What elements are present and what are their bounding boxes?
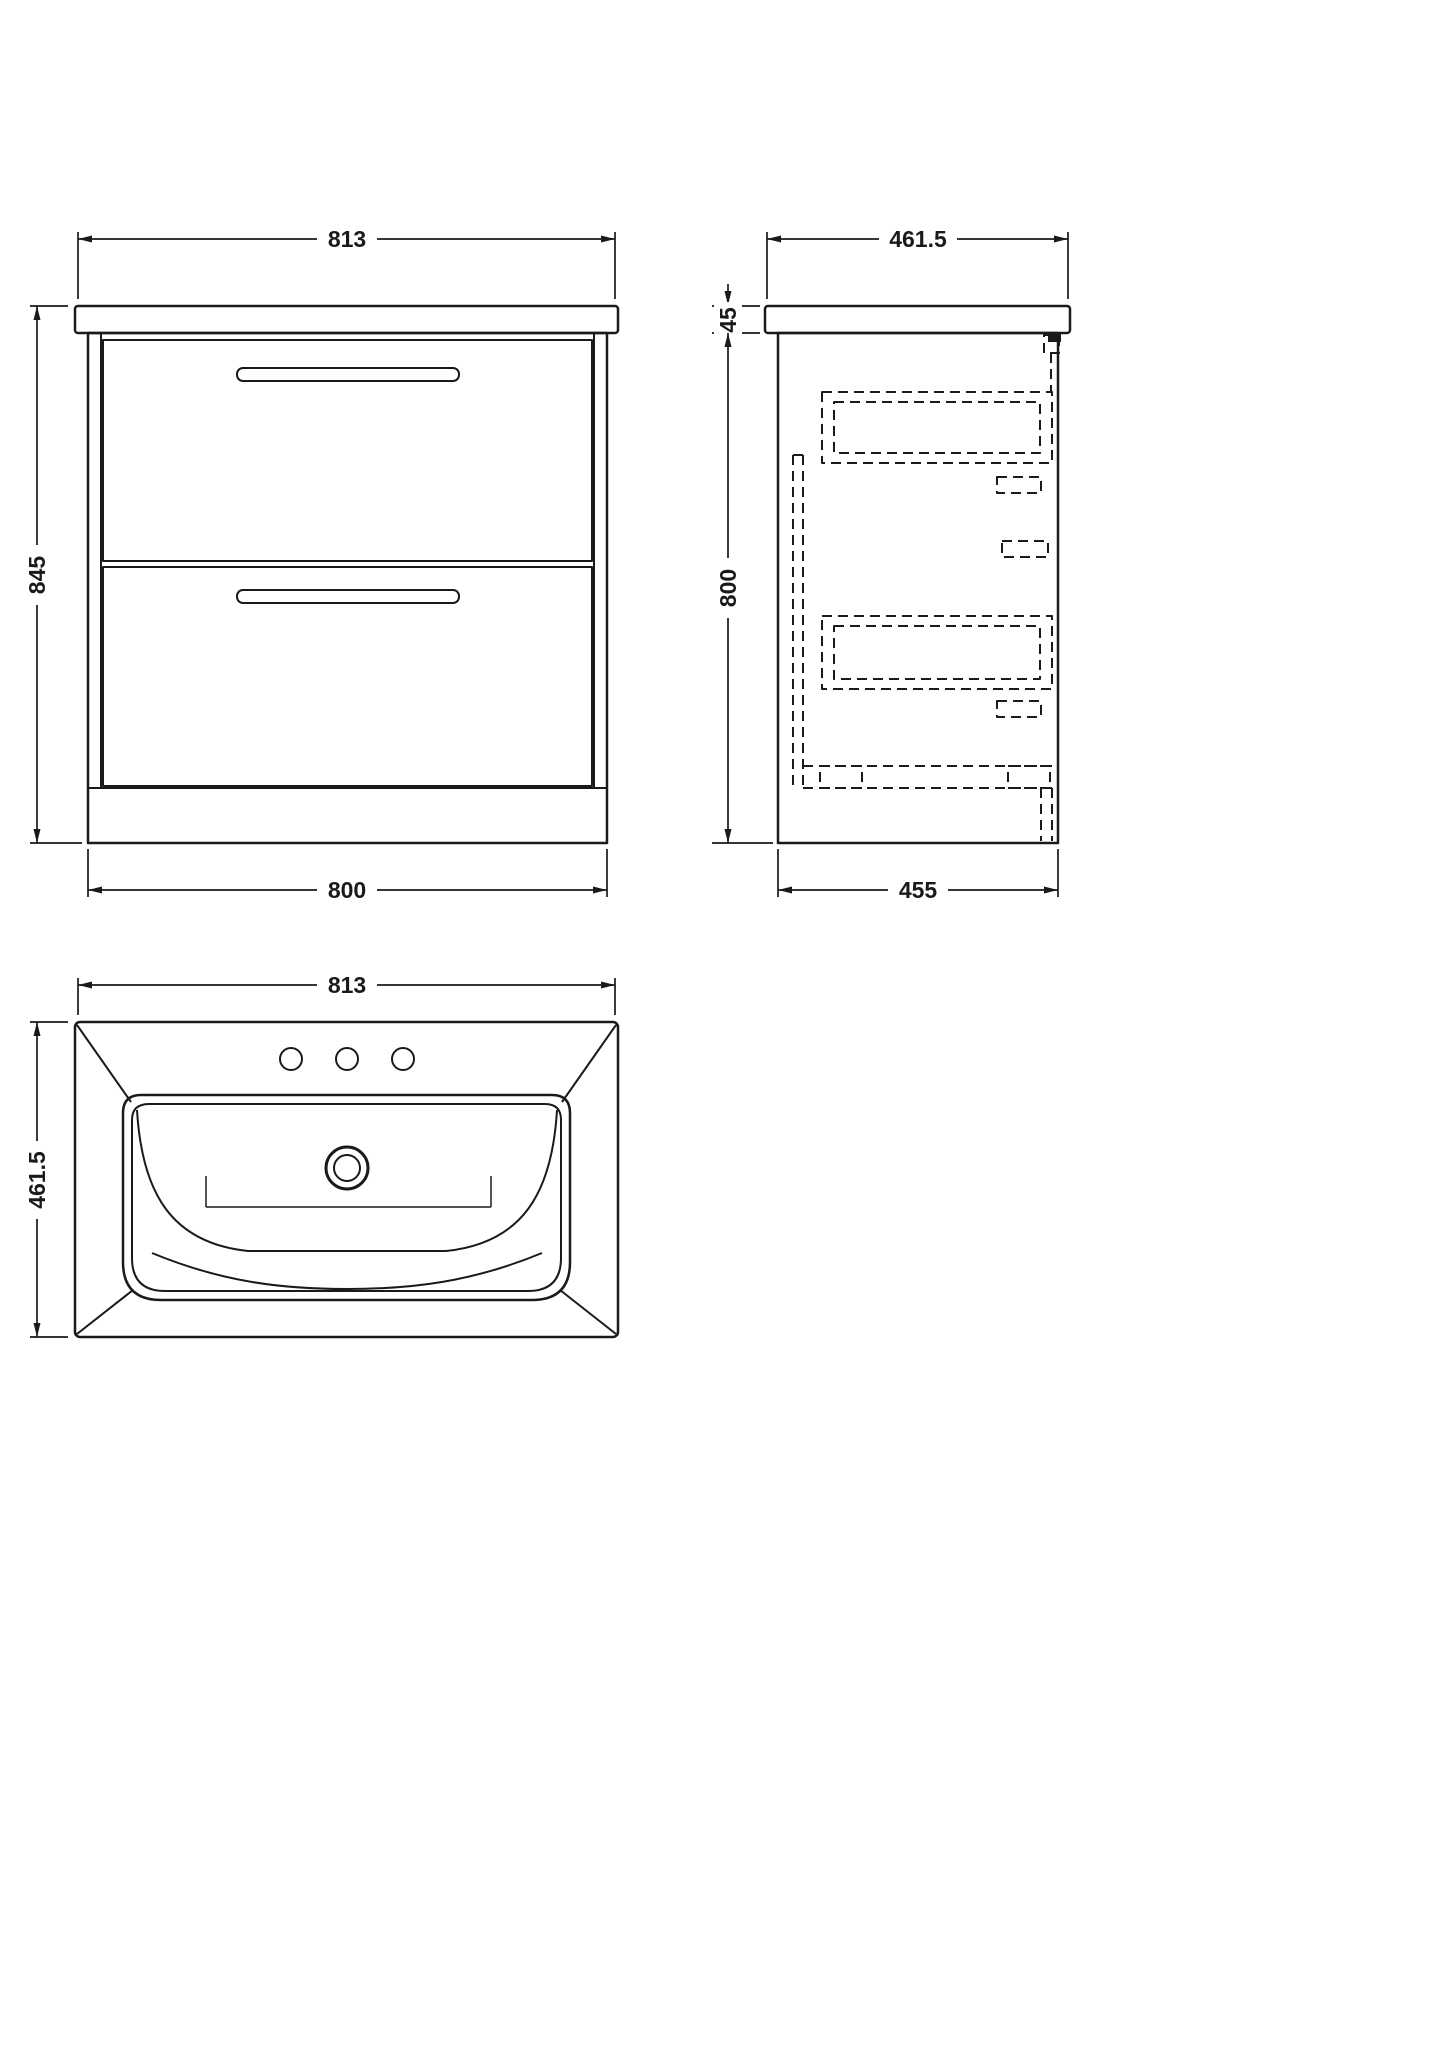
tap-hole <box>335 1047 359 1071</box>
side-fixing-block <box>1048 333 1061 342</box>
label-backing <box>317 226 377 253</box>
basin-plan-view: 813 461.5 <box>23 972 620 1339</box>
runner-clip <box>996 476 1042 494</box>
side-countertop <box>763 304 1072 335</box>
lower-drawer-box-inner <box>833 625 1041 680</box>
side-view: 461.5 45 800 455 <box>712 226 1072 904</box>
basin-dim-depth: 461.5 <box>23 1021 68 1338</box>
waste-inner-ring <box>333 1154 361 1182</box>
basin-dim-width: 813 <box>77 972 616 1015</box>
runner-clip <box>1001 540 1049 558</box>
bowl-inner-edge <box>131 1103 562 1292</box>
side-dim-depth-top: 461.5 <box>766 226 1069 299</box>
bowl-front-contour <box>151 1252 543 1290</box>
upper-drawer-box-outer <box>821 391 1053 464</box>
upper-drawer-box-inner <box>833 401 1041 454</box>
bowl-slope-contour <box>136 1109 558 1252</box>
rim-corner-line <box>76 1024 132 1103</box>
dimension-value: 813 <box>328 226 366 252</box>
tap-hole <box>279 1047 303 1071</box>
front-drawer-top <box>102 339 593 562</box>
side-hidden-details <box>792 334 1060 841</box>
label-backing <box>714 302 742 339</box>
label-backing <box>714 558 742 618</box>
basin-outer-rim <box>73 1020 620 1339</box>
dimension-value: 461.5 <box>889 226 947 252</box>
label-backing <box>879 226 957 253</box>
front-drawer-top-handle <box>236 367 460 382</box>
dimension-value: 455 <box>899 877 938 903</box>
front-cabinet-body <box>86 331 609 845</box>
foot-block <box>819 765 863 789</box>
rim-corner-line <box>559 1289 617 1335</box>
rim-corner-line <box>561 1024 617 1103</box>
dimension-value: 800 <box>715 569 741 607</box>
label-backing <box>23 545 51 605</box>
waste-outer-ring <box>324 1145 370 1191</box>
front-countertop <box>73 304 620 335</box>
lower-drawer-box-outer <box>821 615 1053 690</box>
front-dim-width-top: 813 <box>77 226 616 299</box>
front-view: 813 845 800 <box>23 226 620 904</box>
side-cabinet-panel <box>776 331 1060 845</box>
tap-hole <box>391 1047 415 1071</box>
dimension-value: 45 <box>715 307 741 333</box>
front-dim-width-bottom: 800 <box>87 849 608 904</box>
dimension-value: 800 <box>328 877 366 903</box>
front-drawer-bottom <box>102 566 593 787</box>
label-backing <box>23 1141 51 1219</box>
side-dim-counter-thickness: 45 <box>712 284 760 339</box>
front-drawer-bottom-handle <box>236 589 460 604</box>
rim-corner-line <box>76 1289 134 1335</box>
front-dim-height: 845 <box>23 305 82 844</box>
dimension-value: 845 <box>24 556 50 595</box>
side-dim-depth-bottom: 455 <box>777 849 1059 904</box>
foot-block <box>1007 765 1051 789</box>
dimension-value: 813 <box>328 972 366 998</box>
side-dim-height: 800 <box>712 333 773 844</box>
label-backing <box>317 877 377 904</box>
label-backing <box>888 877 948 904</box>
runner-clip <box>996 700 1042 718</box>
bowl-outer-edge <box>121 1093 572 1302</box>
label-backing <box>317 972 377 999</box>
dimension-value: 461.5 <box>24 1151 50 1209</box>
